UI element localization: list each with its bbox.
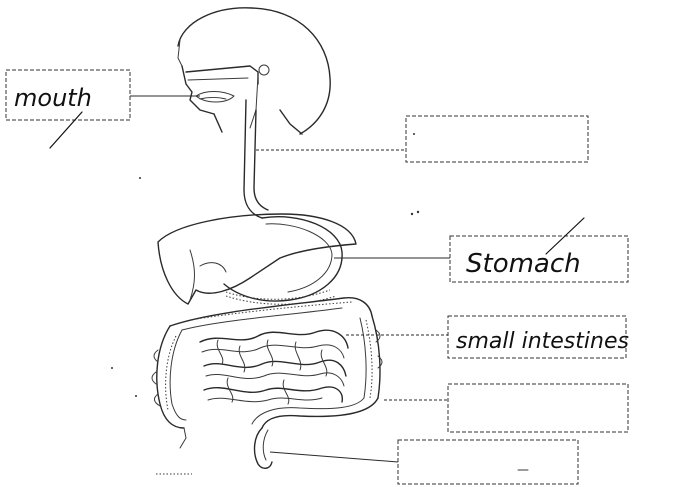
label-stomach-text: Stomach xyxy=(466,249,581,279)
stomach xyxy=(224,217,342,305)
speck xyxy=(139,177,141,179)
esophagus xyxy=(244,100,268,218)
label-mouth-text: mouth xyxy=(14,84,92,112)
pen-stroke-mouth xyxy=(50,112,82,148)
speck xyxy=(413,133,415,135)
label-small-intestine-text: small intestines xyxy=(456,329,629,354)
head-outline xyxy=(178,8,330,134)
speck xyxy=(411,213,413,215)
rectum xyxy=(180,428,272,468)
speck xyxy=(111,367,113,369)
label-box-mouth: mouth xyxy=(6,70,130,120)
leader-rectum xyxy=(270,452,398,462)
label-box-stomach: Stomach xyxy=(450,236,628,282)
label-box-rectum[interactable] xyxy=(398,440,578,484)
label-box-large-intestine[interactable] xyxy=(448,384,628,432)
label-box-esophagus[interactable] xyxy=(406,116,588,162)
speck xyxy=(417,211,419,213)
small-intestine xyxy=(200,330,348,404)
speck xyxy=(135,395,137,397)
liver xyxy=(158,214,356,304)
label-box-small-intestine: small intestines xyxy=(448,316,629,358)
